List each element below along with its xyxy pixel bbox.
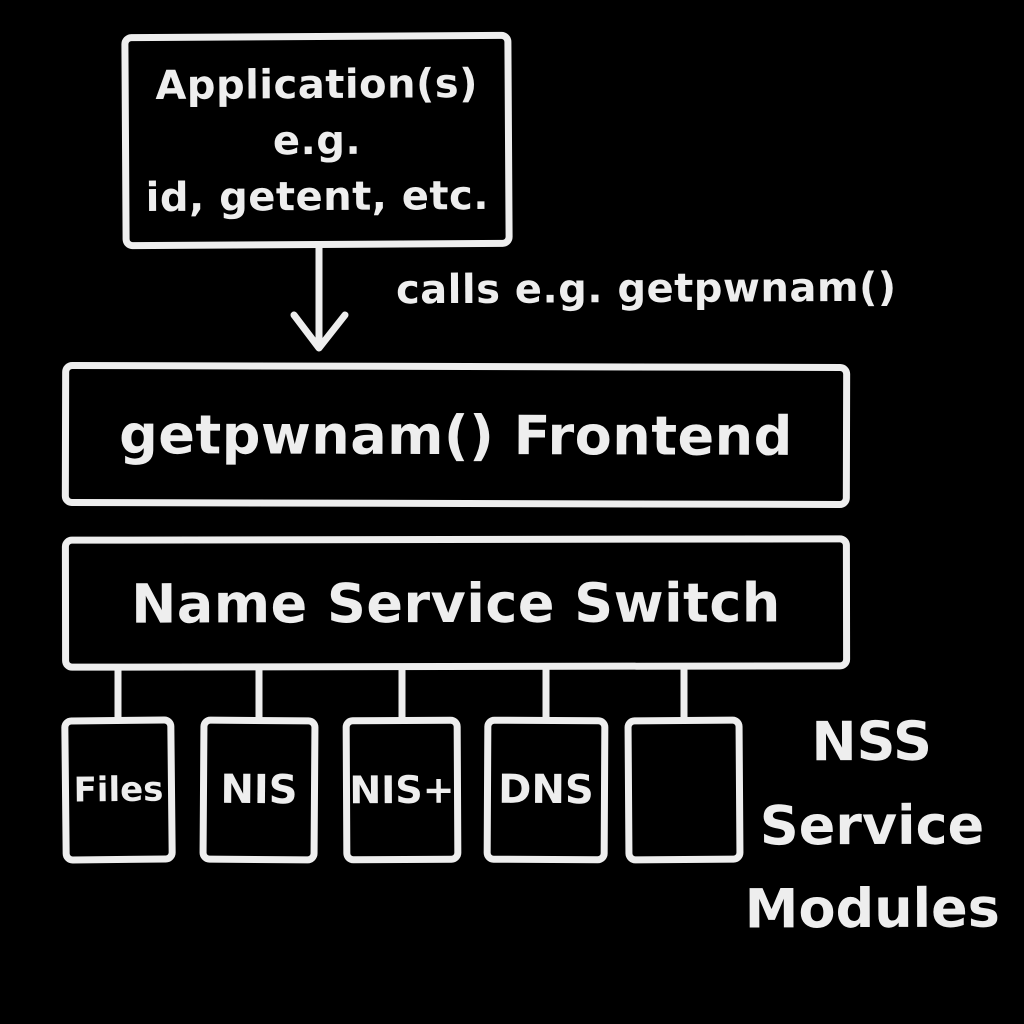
applications-box: Application(s) e.g. id, getent, etc. <box>121 31 513 250</box>
module-box-dns: DNS <box>483 716 609 864</box>
module-connector-stubs <box>114 661 688 726</box>
module-label-files: Files <box>73 769 164 811</box>
module-label-dns: DNS <box>498 766 594 814</box>
caption-line1: NSS <box>811 709 933 774</box>
name-service-switch-label: Name Service Switch <box>131 570 781 636</box>
applications-box-line1: Application(s) <box>155 60 479 109</box>
module-box-files: Files <box>61 716 176 864</box>
arrow-call-label: calls e.g. getpwnam() <box>395 264 897 314</box>
name-service-switch-box: Name Service Switch <box>61 535 851 671</box>
module-label-nis: NIS <box>220 766 298 814</box>
module-box-empty <box>624 716 744 864</box>
getpwnam-frontend-label: getpwnam() Frontend <box>119 402 793 468</box>
applications-box-line3: id, getent, etc. <box>145 172 490 221</box>
caption-line2: Service <box>759 793 985 858</box>
nss-service-modules-caption: NSS Service Modules <box>742 700 1003 952</box>
getpwnam-frontend-box: getpwnam() Frontend <box>61 361 851 509</box>
applications-box-line2: e.g. <box>272 117 362 164</box>
caption-line3: Modules <box>744 876 1001 941</box>
module-label-nisplus: NIS+ <box>349 767 455 813</box>
module-box-nisplus: NIS+ <box>342 716 462 864</box>
down-arrow-icon <box>290 243 349 352</box>
module-box-nis: NIS <box>199 716 319 864</box>
